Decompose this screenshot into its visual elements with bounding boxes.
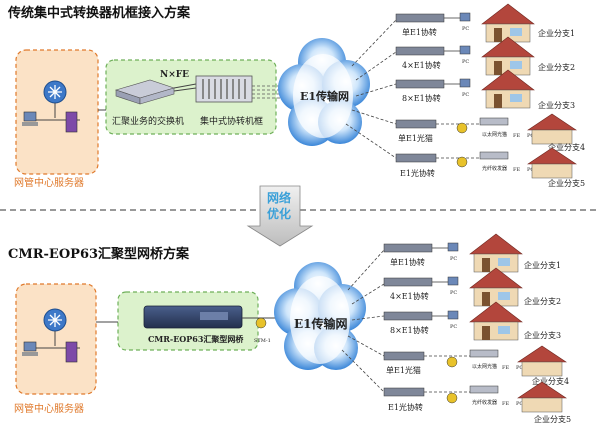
top-title: 传统集中式转换器机框接入方案 [7, 5, 191, 21]
top-branch-4-pc: PC [527, 133, 534, 139]
top-switch-label: 汇聚业务的交换机 [112, 115, 184, 127]
bottom-branch-2: 4×E1协转 PC 企业分支2 [383, 267, 561, 307]
top-branch-1-pc: PC [462, 26, 469, 32]
top-branch-5-site: 企业分支5 [548, 178, 585, 188]
top-branch-2-pc: PC [462, 59, 469, 65]
top-branch-1: 单E1协转 PC 企业分支1 [395, 3, 575, 43]
top-nms-label: 网管中心服务器 [14, 176, 84, 189]
bottom-pc-icon [22, 341, 38, 356]
bottom-branch-4-fe: FE [502, 365, 509, 371]
bottom-branch-links [341, 249, 385, 393]
optimize-line2: 优化 [267, 206, 291, 221]
bottom-branch-4-media: 以太网光猫 [472, 363, 497, 370]
top-branch-4-fe: FE [513, 133, 520, 139]
top-branch-3-device: 8×E1协转 [402, 93, 441, 103]
top-branch-5-media: 光纤收发器 [482, 165, 507, 172]
top-router-icon [43, 80, 67, 104]
bottom-branch-2-site: 企业分支2 [524, 296, 561, 306]
bottom-branch-3-pc: PC [450, 324, 457, 330]
top-branch-2: 4×E1协转 PC 企业分支2 [395, 36, 575, 76]
bottom-branch-5-media: 光纤收发器 [472, 399, 497, 406]
top-branch-2-site: 企业分支2 [538, 62, 575, 72]
bottom-branch-1: 单E1协转 PC 企业分支1 [383, 233, 561, 273]
bottom-branch-4-pc: PC [516, 365, 523, 371]
top-chassis-icon [195, 75, 253, 103]
bottom-branch-3: 8×E1协转 PC 企业分支3 [383, 301, 561, 341]
top-branch-2-device: 4×E1协转 [402, 60, 441, 70]
bottom-cloud-label: E1传输网 [294, 316, 348, 331]
bottom-branch-1-device: 单E1协转 [390, 257, 425, 267]
bottom-branch-4: 单E1光猫 以太网光猫 FE PC 企业分支4 [383, 345, 569, 386]
top-branch-3-site: 企业分支3 [538, 100, 575, 110]
top-branch-4-device: 单E1光猫 [398, 133, 433, 143]
optimize-arrow [246, 185, 314, 247]
bottom-branch-3-device: 8×E1协转 [390, 325, 429, 335]
bottom-stm-connector [255, 317, 267, 329]
bottom-branch-5-site: 企业分支5 [534, 414, 571, 424]
top-branch-3: 8×E1协转 PC 企业分支3 [395, 69, 575, 110]
top-branch-4-media: 以太网光猫 [482, 131, 507, 138]
top-branch-5: E1光协转 光纤收发器 FE PC 企业分支5 [395, 147, 585, 188]
top-branch-1-site: 企业分支1 [538, 28, 575, 38]
top-cloud-label: E1传输网 [300, 89, 349, 103]
bottom-stm-label: STM-1 [254, 338, 271, 344]
bottom-branch-1-site: 企业分支1 [524, 260, 561, 270]
bottom-cloud-icon [274, 262, 366, 370]
bottom-branch-5: E1光协转 光纤收发器 FE PC 企业分支5 [383, 381, 571, 424]
bottom-nms-label: 网管中心服务器 [14, 402, 84, 415]
bottom-bridge-icon [143, 305, 243, 329]
top-branch-4: 单E1光猫 以太网光猫 FE PC 企业分支4 [395, 113, 585, 152]
optimize-line1: 网络 [267, 190, 291, 205]
top-branch-5-pc: PC [527, 167, 534, 173]
bottom-router-icon [43, 308, 67, 332]
top-server-icon [65, 111, 78, 133]
top-chassis-label: 集中式协转机框 [200, 115, 263, 127]
bottom-branch-2-device: 4×E1协转 [390, 291, 429, 301]
bottom-branch-2-pc: PC [450, 290, 457, 296]
bottom-branch-4-site: 企业分支4 [532, 376, 569, 386]
top-branch-5-device: E1光协转 [400, 168, 435, 178]
bottom-branch-5-fe: FE [502, 401, 509, 407]
top-switch-icon [114, 79, 176, 105]
bottom-server-icon [65, 341, 78, 363]
top-branch-links [345, 19, 397, 159]
bottom-nms-box [15, 283, 97, 395]
top-branch-5-fe: FE [513, 167, 520, 173]
top-pc-icon [22, 111, 38, 126]
bottom-branch-4-device: 单E1光猫 [386, 365, 421, 375]
top-branch-1-device: 单E1协转 [402, 27, 437, 37]
bottom-branch-5-pc: PC [516, 401, 523, 407]
top-nms-box [15, 49, 99, 175]
top-branch-3-pc: PC [462, 92, 469, 98]
bottom-bridge-label: CMR-EOP63汇聚型网桥 [148, 334, 244, 344]
top-cloud-icon [278, 38, 370, 146]
bottom-branch-5-device: E1光协转 [388, 402, 423, 412]
bottom-branch-3-site: 企业分支3 [524, 330, 561, 340]
top-nxfe-label: N×FE [160, 70, 189, 80]
bottom-branch-1-pc: PC [450, 256, 457, 262]
top-branch-4-site: 企业分支4 [548, 142, 585, 152]
bottom-title: CMR-EOP63汇聚型网桥方案 [8, 246, 190, 262]
